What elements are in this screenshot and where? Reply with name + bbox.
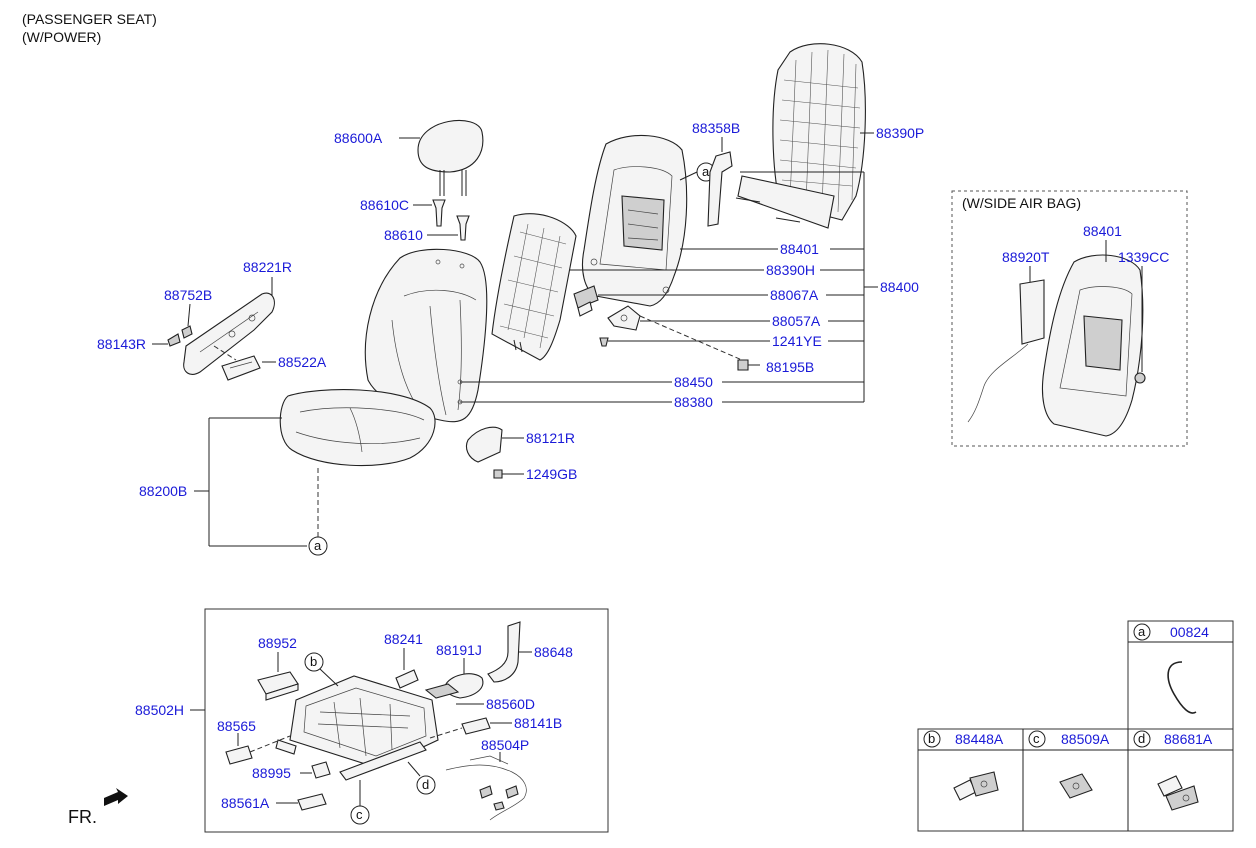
- callout-d-text: d: [422, 777, 429, 792]
- label-88390P[interactable]: 88390P: [876, 125, 924, 141]
- legend-d-motor-drawing: [1157, 775, 1199, 811]
- header-passenger-seat: (PASSENGER SEAT): [22, 11, 157, 27]
- part-88995-drawing: [311, 761, 331, 779]
- label-88648[interactable]: 88648: [534, 644, 573, 660]
- label-88502H[interactable]: 88502H: [135, 702, 184, 718]
- label-88565[interactable]: 88565: [217, 718, 256, 734]
- label-88400[interactable]: 88400: [880, 279, 919, 295]
- label-88952[interactable]: 88952: [258, 635, 297, 651]
- callout-d: [416, 775, 436, 795]
- callout-a-top-text: a: [702, 164, 710, 179]
- label-88450[interactable]: 88450: [674, 374, 713, 390]
- callout-c: [350, 805, 370, 825]
- harness-88504P-drawing: [445, 755, 527, 821]
- latch-drawing: [573, 285, 599, 317]
- switch-drawing: [221, 355, 261, 381]
- seatback-frame-drawing: [581, 134, 688, 307]
- part-88565-drawing: [225, 745, 253, 765]
- label-88380[interactable]: 88380: [674, 394, 713, 410]
- airbag-label-1339CC[interactable]: 1339CC: [1118, 249, 1169, 265]
- label-88358B[interactable]: 88358B: [692, 120, 740, 136]
- seat-cushion-drawing: [279, 389, 436, 467]
- airbag-frame-drawing: [967, 254, 1146, 437]
- label-88200B[interactable]: 88200B: [139, 483, 187, 499]
- legend-d-key: d: [1138, 731, 1145, 746]
- legend-b-circle: [923, 730, 941, 748]
- legend-c-circle: [1028, 730, 1046, 748]
- airbag-label-88401[interactable]: 88401: [1083, 223, 1122, 239]
- headrest-drawing: [417, 119, 484, 196]
- label-88241[interactable]: 88241: [384, 631, 423, 647]
- label-88522A[interactable]: 88522A: [278, 354, 327, 370]
- legend-a-spring-drawing: [1167, 661, 1197, 714]
- bracket-drawing: [607, 305, 641, 331]
- label-88141B[interactable]: 88141B: [514, 715, 562, 731]
- label-88995[interactable]: 88995: [252, 765, 291, 781]
- header-power: (W/POWER): [22, 29, 101, 45]
- part-88141B-drawing: [461, 717, 491, 735]
- label-88504P[interactable]: 88504P: [481, 737, 529, 753]
- callout-a-bottom: [308, 536, 328, 556]
- cushion-frame-drawing: [275, 675, 439, 781]
- label-88752B[interactable]: 88752B: [164, 287, 212, 303]
- front-arrow-icon: [104, 788, 128, 806]
- callout-c-text: c: [356, 807, 363, 822]
- legend-c-key: c: [1033, 731, 1040, 746]
- callout-b-text: b: [310, 654, 317, 669]
- side-shield-drawing: [183, 292, 275, 375]
- cushion-frame-box: [204, 608, 609, 833]
- label-88221R[interactable]: 88221R: [243, 259, 292, 275]
- part-88561A-drawing: [297, 793, 327, 811]
- part-88241-drawing: [395, 669, 419, 689]
- legend-table: [917, 620, 1234, 832]
- label-88057A[interactable]: 88057A: [772, 313, 821, 329]
- label-88561A[interactable]: 88561A: [221, 795, 270, 811]
- legend-d-circle: [1133, 730, 1151, 748]
- legend-a-circle: [1133, 623, 1151, 641]
- label-88610[interactable]: 88610: [384, 227, 423, 243]
- label-88143R[interactable]: 88143R: [97, 336, 146, 352]
- label-88191J[interactable]: 88191J: [436, 642, 482, 658]
- label-1249GB[interactable]: 1249GB: [526, 466, 577, 482]
- label-88390H[interactable]: 88390H: [766, 262, 815, 278]
- callout-a-bottom-text: a: [314, 538, 322, 553]
- label-88401[interactable]: 88401: [780, 241, 819, 257]
- bolt-drawing: [737, 359, 760, 371]
- legend-d-part[interactable]: 88681A: [1164, 731, 1213, 747]
- label-88600A[interactable]: 88600A: [334, 130, 383, 146]
- headrest-guide-drawing: [432, 199, 470, 241]
- legend-c-part[interactable]: 88509A: [1061, 731, 1110, 747]
- legend-a-part[interactable]: 00824: [1170, 624, 1209, 640]
- legend-b-part[interactable]: 88448A: [955, 731, 1004, 747]
- airbag-box: [951, 190, 1188, 447]
- legend-b-key: b: [928, 731, 935, 746]
- label-88121R[interactable]: 88121R: [526, 430, 575, 446]
- label-1241YE[interactable]: 1241YE: [772, 333, 822, 349]
- front-marker: FR.: [68, 807, 97, 827]
- screw-drawing: [599, 337, 609, 347]
- back-board-drawing: [735, 43, 866, 229]
- legend-a-key: a: [1138, 624, 1146, 639]
- strap-drawing: [707, 151, 733, 227]
- legend-b-motor-drawing: [953, 771, 999, 801]
- label-88195B[interactable]: 88195B: [766, 359, 814, 375]
- knob-drawing: [167, 325, 193, 347]
- callout-b: [304, 652, 324, 672]
- cover-drawing: [465, 426, 503, 479]
- label-88610C[interactable]: 88610C: [360, 197, 409, 213]
- airbag-label-88920T[interactable]: 88920T: [1002, 249, 1050, 265]
- lumbar-mat-drawing: [491, 213, 577, 361]
- airbag-box-title: (W/SIDE AIR BAG): [962, 195, 1081, 211]
- legend-c-motor-drawing: [1059, 773, 1093, 799]
- module-88952-drawing: [257, 671, 299, 701]
- part-88560D-drawing: [424, 683, 460, 699]
- label-88067A[interactable]: 88067A: [770, 287, 819, 303]
- label-88560D[interactable]: 88560D: [486, 696, 535, 712]
- duct-88648-drawing: [487, 621, 521, 683]
